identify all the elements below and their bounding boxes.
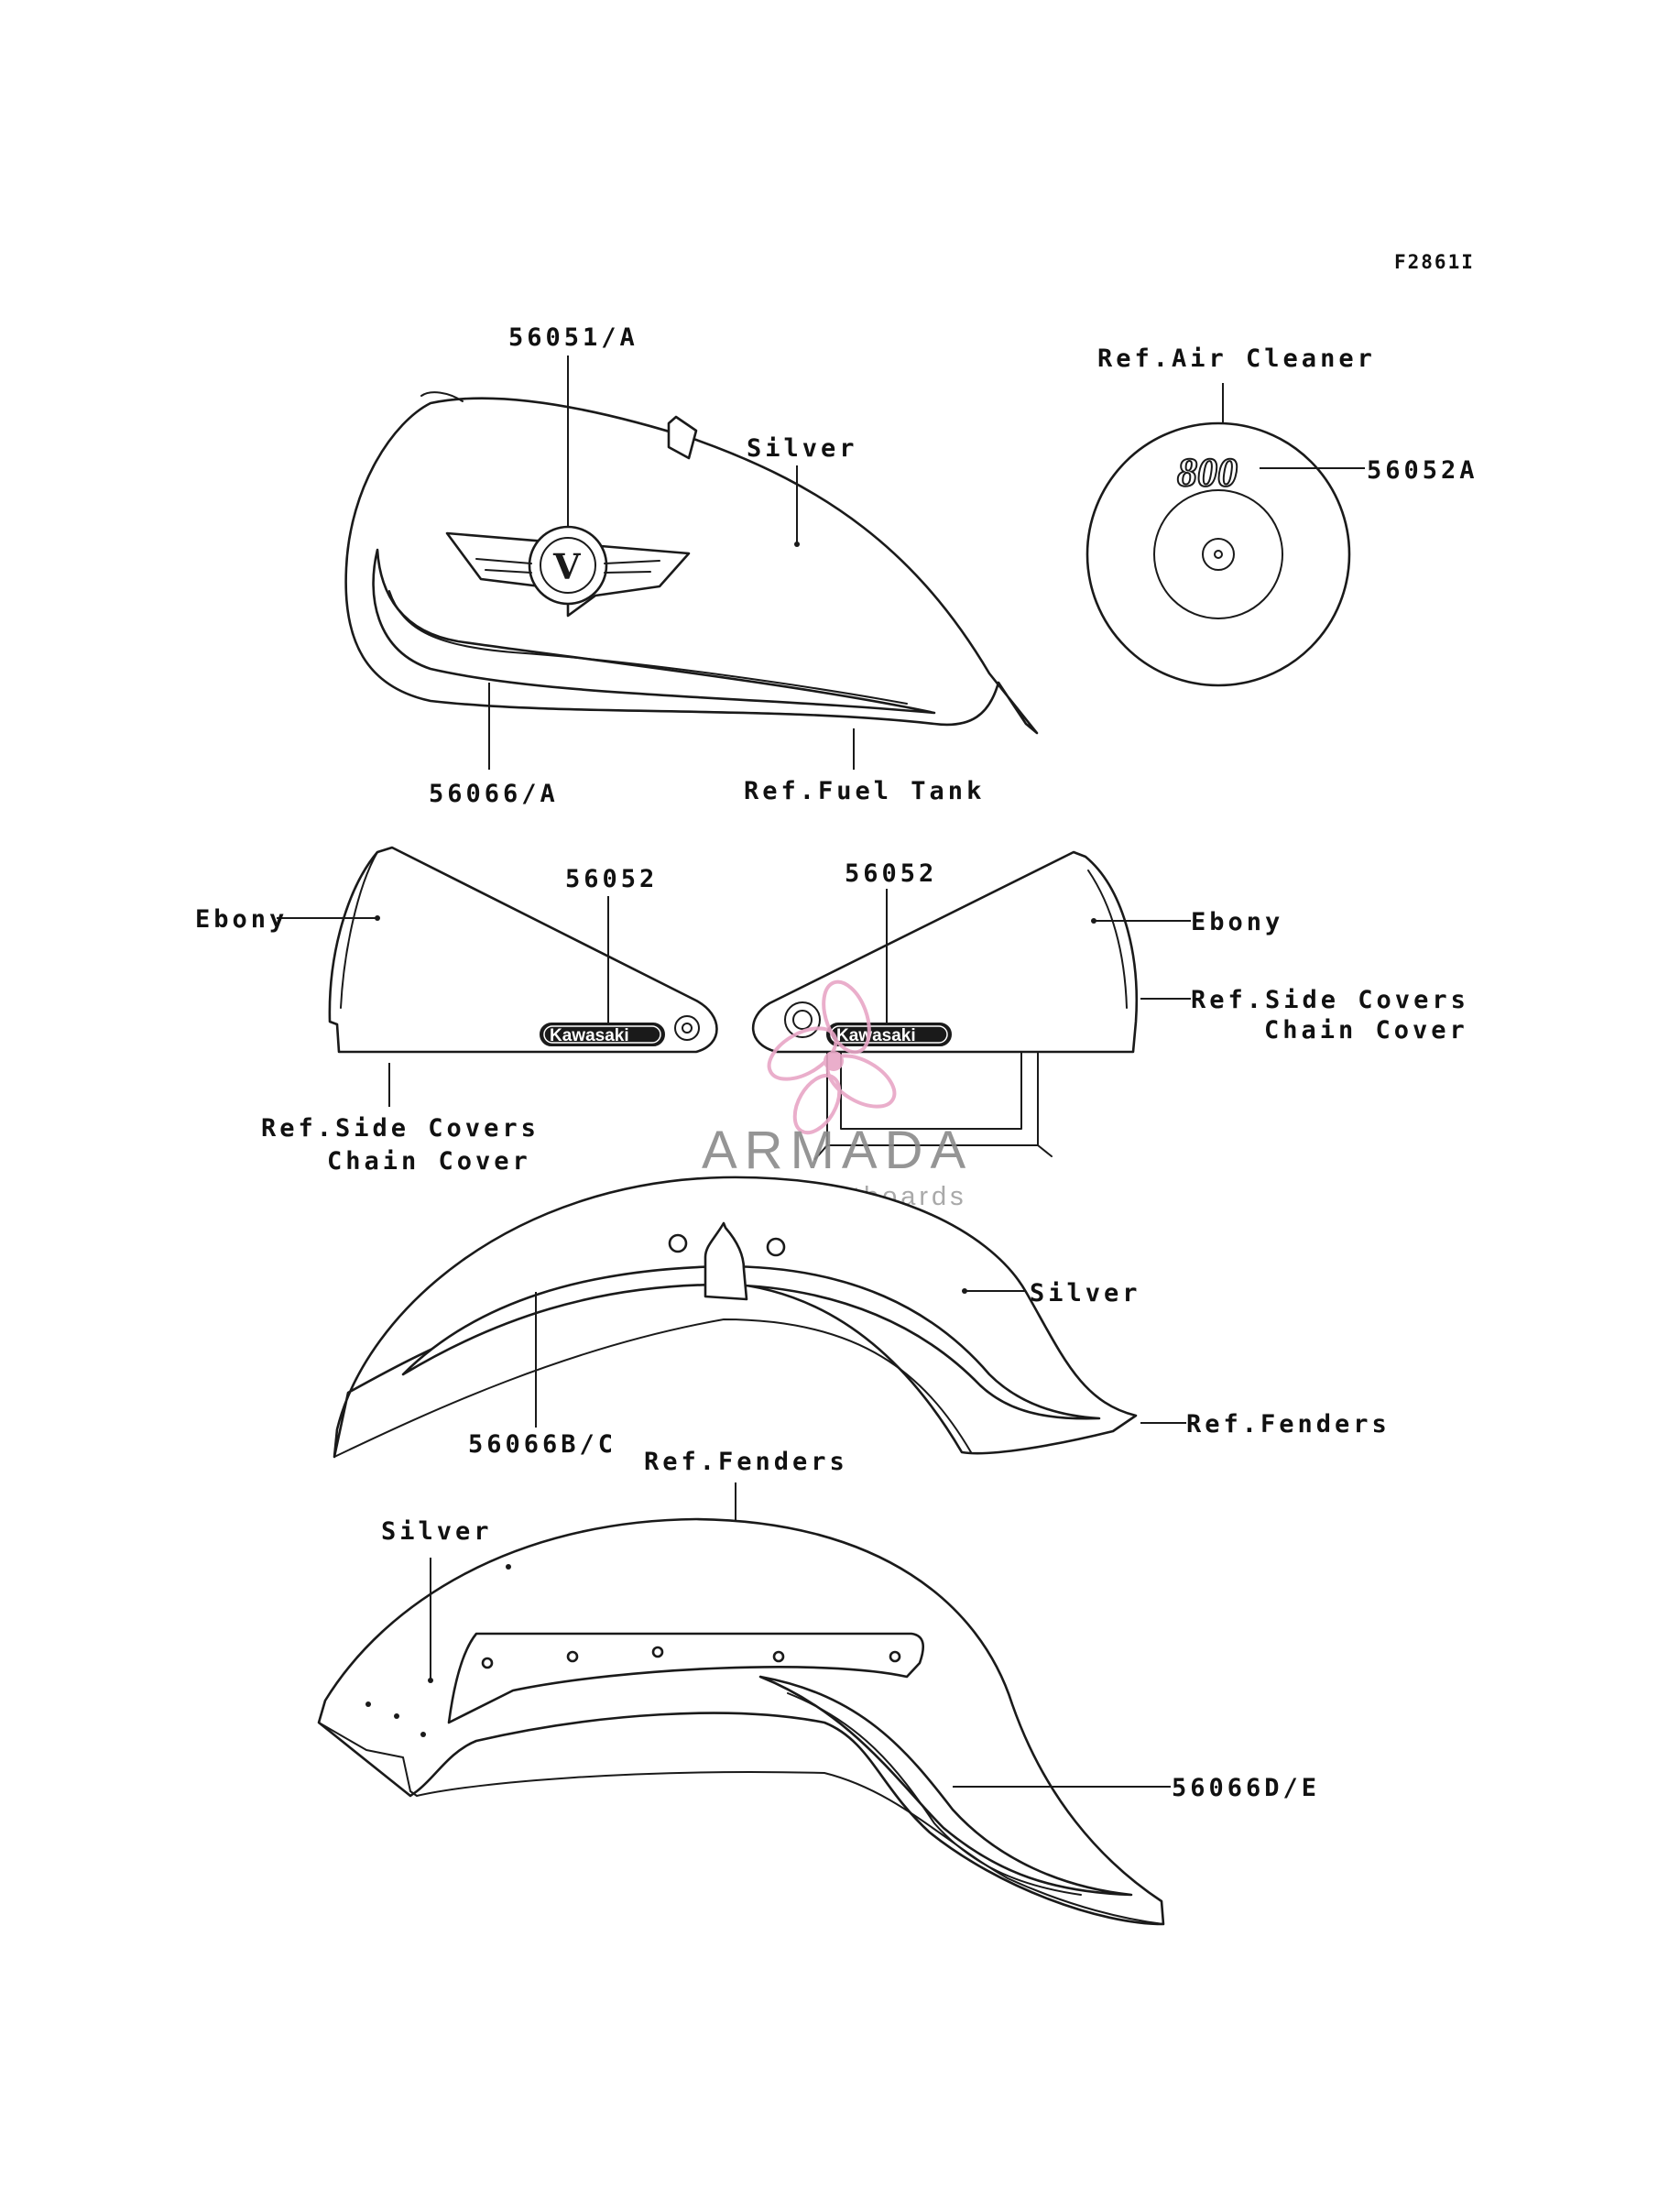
side-cover-right-group: Kawasaki 56052 Ebony Ref.Side Covers Cha… [751,850,1469,1160]
air-cleaner-cover [1085,421,1351,687]
front-fender-lip [333,1318,972,1458]
label-right-chain-cover: Chain Cover [1264,1016,1468,1045]
label-56066de: 56066D/E [1172,1774,1320,1802]
air-cleaner-inner-ring [1153,489,1283,619]
rear-fender-vent-3 [394,1713,399,1719]
label-56066bc: 56066B/C [468,1430,616,1459]
side-cover-right-grommet-hole [792,1010,813,1030]
label-rear-silver: Silver [381,1517,493,1546]
rail-hole-3 [651,1646,664,1658]
wing-feather-right [604,560,660,574]
fuel-tank-rim [420,391,464,402]
label-right-ebony: Ebony [1191,908,1283,936]
kawasaki-badge-left-text: Kawasaki [550,1026,629,1045]
point-left-ebony [375,915,380,921]
side-cover-left-group: Kawasaki Ebony 56052 Ref.Side Covers Cha… [195,846,718,1176]
label-56051a: 56051/A [508,323,638,352]
rail-hole-1 [481,1657,494,1669]
label-left-56052: 56052 [565,865,658,893]
fuel-tank-stripe [372,548,936,715]
emblem-medallion-inner [540,537,596,594]
rear-fender-group: Ref.Fenders Silver 56066D/E [317,1448,1320,1926]
side-cover-right-grommet [784,1001,821,1038]
label-ref-air-cleaner: Ref.Air Cleaner [1097,345,1376,373]
watermark-brand: ARMADA [702,1121,973,1180]
point-front-silver [962,1288,967,1294]
point-right-ebony [1091,918,1096,924]
label-left-ref-side-covers: Ref.Side Covers [261,1114,540,1143]
side-cover-left-grommet-hole [682,1023,693,1034]
rear-fender-stripe [758,1675,1133,1897]
armada-flower-icon [767,979,897,1135]
front-fender-stripe [401,1264,1101,1420]
label-right-ref-side-covers: Ref.Side Covers [1191,986,1469,1014]
air-cleaner-center [1202,538,1235,571]
kawasaki-badge-right-text: Kawasaki [836,1026,916,1045]
kawasaki-badge-right [826,1023,952,1046]
fuel-tank-stripe-inner [388,590,908,705]
side-cover-left-edge [340,851,378,1009]
side-cover-left [328,846,718,1054]
mark-800: 800 [1177,450,1238,495]
front-fender-bolt-right [766,1237,786,1257]
label-right-56052: 56052 [845,859,937,888]
fuel-cap [667,415,698,460]
emblem-letter: V [552,546,582,587]
label-rear-ref-fenders: Ref.Fenders [644,1448,848,1476]
air-cleaner-bolt [1214,550,1223,559]
label-left-chain-cover: Chain Cover [327,1147,531,1176]
rear-fender-lower-edge [318,1700,1164,1925]
label-front-ref-fenders: Ref.Fenders [1186,1410,1391,1439]
rail-hole-2 [566,1650,579,1663]
label-left-ebony: Ebony [195,905,288,934]
rear-fender-vent-1 [506,1564,511,1570]
label-ref-fuel-tank: Ref.Fuel Tank [744,777,985,805]
rear-fender-outline [317,1517,1165,1926]
rear-fender-vent-4 [420,1732,426,1737]
rear-fender-vent-2 [365,1701,371,1707]
kawasaki-badge-left-inner [543,1025,661,1044]
wing-feather-left [475,558,532,574]
label-56066a: 56066/A [429,780,559,808]
rear-fender-stripe-inner [787,1692,1082,1896]
fuel-tank-group: V 56051/A Silver 56066/A Ref.Fuel Tank [344,323,1039,808]
point-tank-silver [794,542,800,547]
side-cover-right-edge [1087,870,1128,1009]
label-tank-silver: Silver [747,434,858,463]
kawasaki-badge-left [540,1023,665,1046]
label-56052a: 56052A [1367,456,1478,485]
front-fender-bolt-left [668,1233,688,1253]
rail-hole-4 [772,1650,785,1663]
point-rear-silver [428,1678,433,1683]
rail-hole-5 [889,1650,901,1663]
label-front-silver: Silver [1030,1279,1141,1307]
front-fender-mount [704,1221,748,1301]
side-cover-left-grommet [674,1015,700,1041]
front-fender-group: Silver 56066B/C Ref.Fenders [333,1176,1391,1459]
front-fender-outline [333,1176,1138,1459]
figure-code: F2861I [1394,251,1475,273]
air-cleaner-group: 800 Ref.Air Cleaner 56052A [1085,345,1478,687]
side-cover-right [751,850,1138,1054]
chain-cover-bracket [814,1051,1053,1160]
